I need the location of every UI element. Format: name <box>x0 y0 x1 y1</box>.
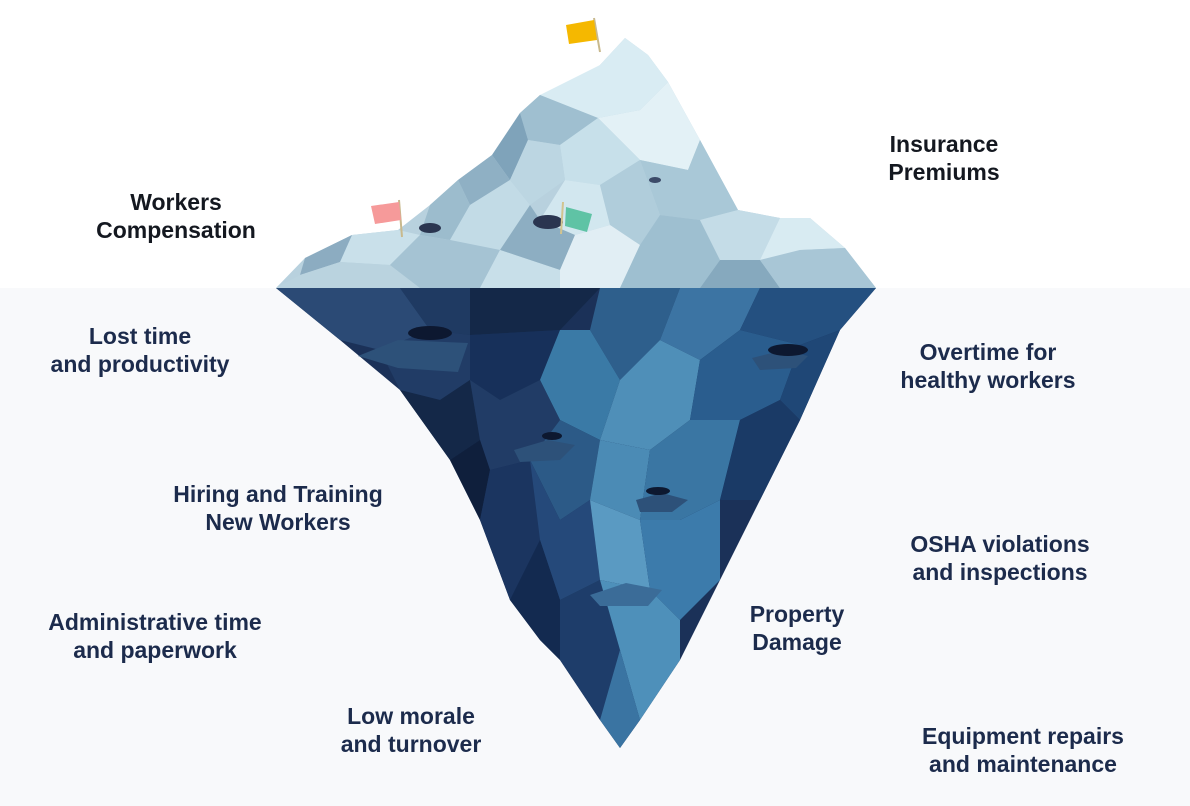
green-flag-icon <box>560 201 592 235</box>
iceberg-tip <box>276 38 876 288</box>
property-damage-label: Property Damage <box>749 601 845 655</box>
iceberg-underwater <box>276 288 876 748</box>
osha-label: OSHA violations and inspections <box>910 531 1090 585</box>
overtime-label: Overtime for healthy workers <box>900 339 1076 393</box>
yellow-flag-icon <box>566 17 601 53</box>
workers-compensation-label: Workers Compensation <box>96 189 256 243</box>
pink-flag-icon <box>371 199 403 238</box>
equipment-repairs-label: Equipment repairs and maintenance <box>922 723 1124 777</box>
low-morale-label: Low morale and turnover <box>340 703 482 757</box>
administrative-time-label: Administrative time and paperwork <box>48 609 262 663</box>
lost-time-label: Lost time and productivity <box>50 323 230 377</box>
hiring-training-label: Hiring and Training New Workers <box>173 481 383 535</box>
insurance-premiums-label: Insurance Premiums <box>888 131 1000 185</box>
